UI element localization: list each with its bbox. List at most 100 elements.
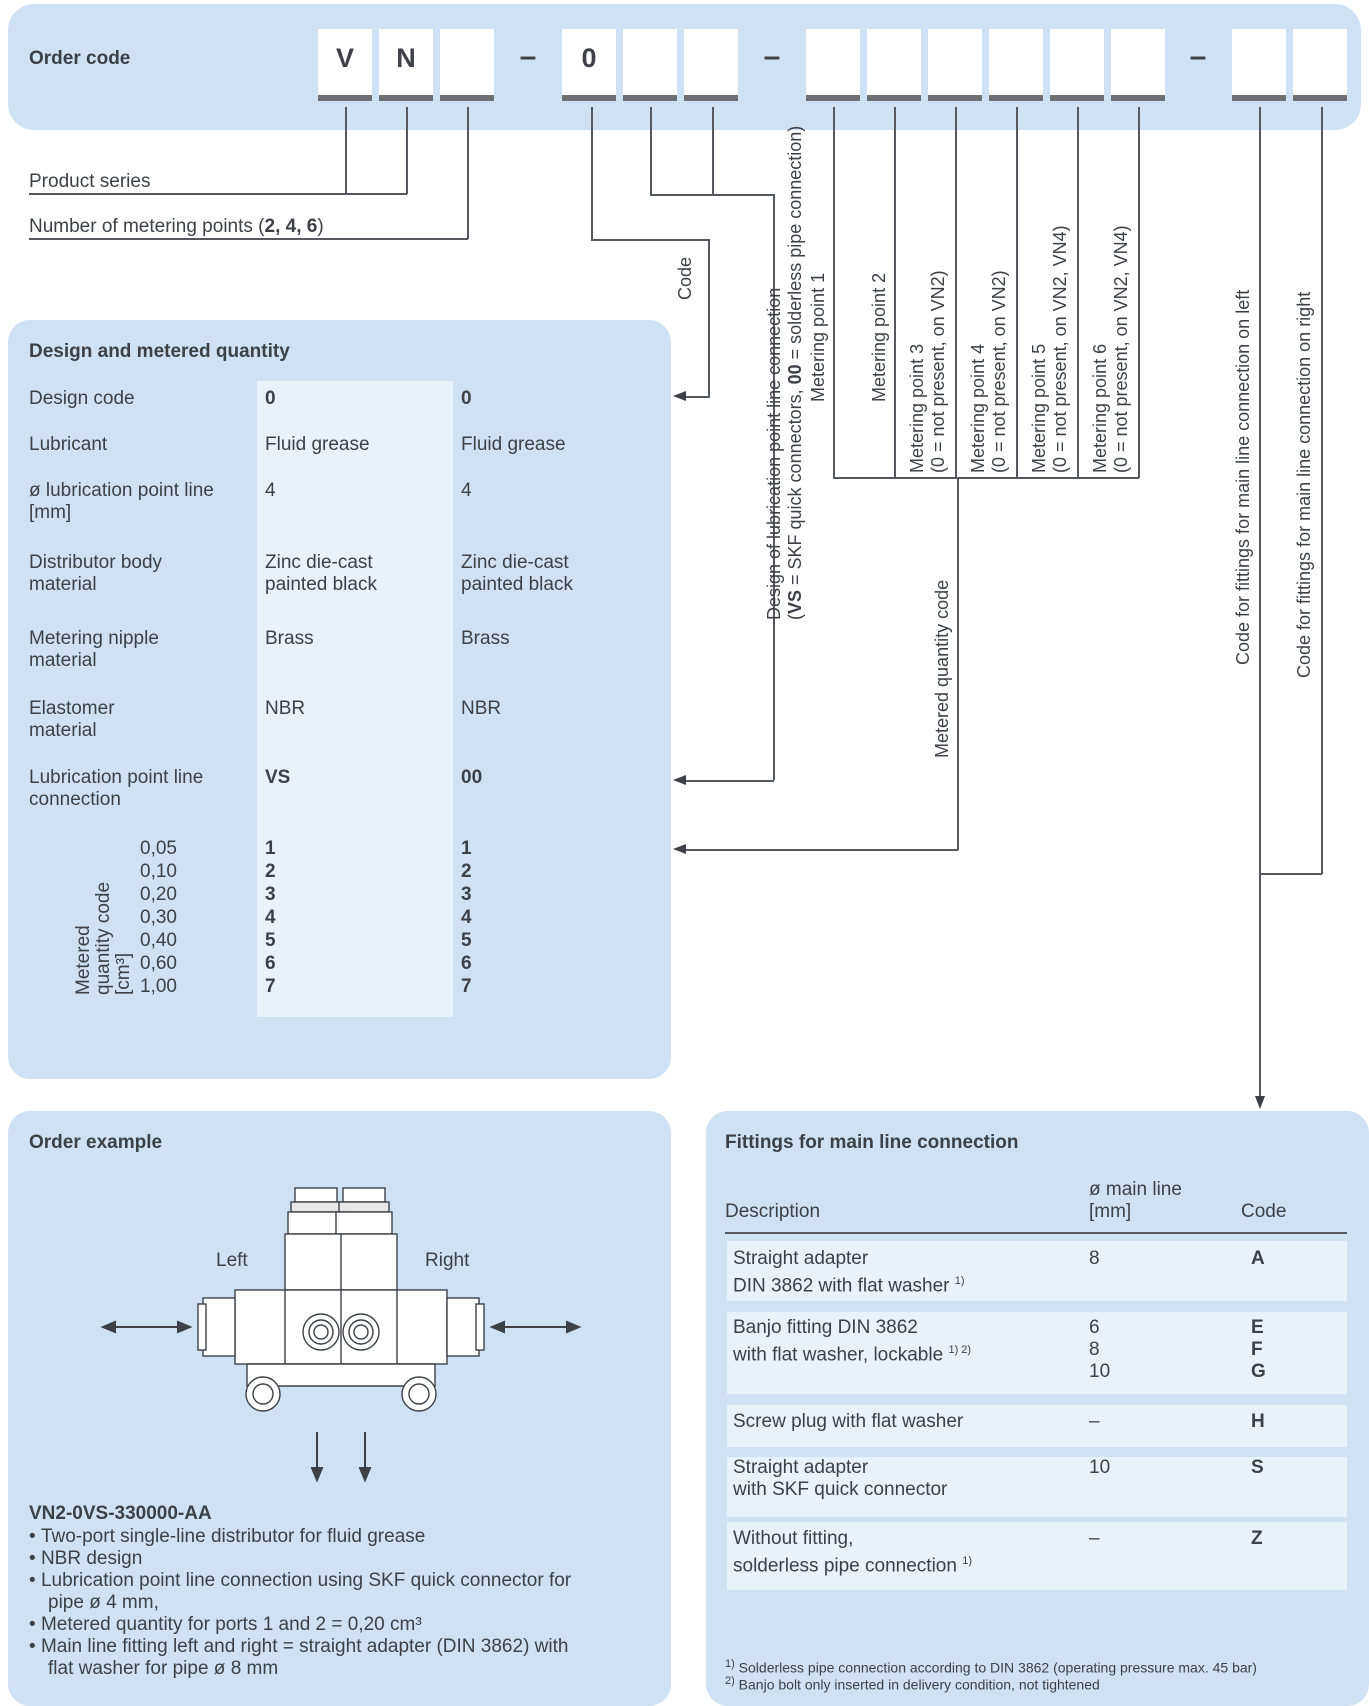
label-mp2: Metering point 2 [869, 272, 889, 402]
label-metered-quantity-code: Metered quantity code [932, 579, 952, 758]
code-box-9 [928, 29, 982, 101]
label-fit-left: Code for fittings for main line connecti… [1233, 289, 1253, 665]
label-left: Left [216, 1250, 248, 1271]
code1-1: 2 [265, 861, 276, 882]
fittings-row-3 [727, 1457, 1347, 1517]
fittings-header-code: Code [1241, 1201, 1287, 1222]
design-v1-3: Zinc die-cast painted black [265, 552, 377, 595]
label-mp6: Metering point 6(0 = not present, on VN2… [1090, 225, 1131, 473]
code-box-10 [989, 29, 1043, 101]
code2-6: 7 [461, 976, 472, 997]
fittings-header-desc: Description [725, 1201, 821, 1222]
design-v1-1: Fluid grease [265, 434, 370, 455]
fittings-title: Fittings for main line connection [725, 1132, 1019, 1153]
fittings-dia-4: – [1089, 1528, 1100, 1549]
order-example-bullet-1: • NBR design [29, 1548, 143, 1569]
line-v-mp4 [1016, 107, 1018, 478]
label-number-metering-points: Number of metering points (2, 4, 6) [29, 216, 324, 237]
fittings-code-4: Z [1251, 1528, 1263, 1549]
line-h-mp [833, 477, 1139, 479]
line-h-design-conn [650, 194, 774, 196]
design-label-6: Lubrication point line connection [29, 767, 204, 810]
code-dash-2: – [763, 40, 781, 73]
arrow-mq [673, 844, 686, 854]
fittings-header-dia: ø main line[mm] [1089, 1179, 1182, 1222]
fittings-dia-1: 6 8 10 [1089, 1317, 1111, 1382]
quantity-2: 0,20 [140, 884, 177, 905]
code-box-7 [806, 29, 860, 101]
label-product-series: Product series [29, 171, 151, 192]
design-label-0: Design code [29, 388, 135, 409]
code-dash-1: – [519, 40, 537, 73]
order-example-bullet-4: • Main line fitting left and right = str… [29, 1636, 569, 1679]
fittings-code-0: A [1251, 1248, 1265, 1269]
code1-5: 6 [265, 953, 276, 974]
label-mp3: Metering point 3(0 = not present, on VN2… [907, 270, 948, 473]
code-box-8 [867, 29, 921, 101]
code-box-2: N [379, 29, 433, 101]
quantity-3: 0,30 [140, 907, 177, 928]
code2-0: 1 [461, 838, 472, 859]
design-v2-0: 0 [461, 388, 472, 409]
line-h-code-arrow [683, 396, 710, 398]
order-example-bullet-2: • Lubrication point line connection usin… [29, 1570, 572, 1613]
line-v-fit-left [1259, 107, 1261, 1105]
design-label-5: Elastomer material [29, 698, 115, 741]
line-h-design-conn-arrow [683, 780, 774, 782]
design-v1-2: 4 [265, 480, 276, 501]
order-example-title: Order example [29, 1132, 163, 1153]
code-box-11 [1050, 29, 1104, 101]
fittings-dia-2: – [1089, 1411, 1100, 1432]
line-v-mp3 [955, 107, 957, 478]
code1-0: 1 [265, 838, 276, 859]
code1-4: 5 [265, 930, 276, 951]
design-v1-5: NBR [265, 698, 306, 719]
line-h-product-series [29, 193, 407, 195]
fittings-desc-2: Screw plug with flat washer [733, 1411, 964, 1432]
line-v-code-down [708, 239, 710, 396]
line-v-code [591, 107, 593, 240]
line-v-box1 [345, 107, 347, 194]
fittings-header-rule [725, 1232, 1347, 1234]
line-v-mp6 [1138, 107, 1140, 478]
design-v2-2: 4 [461, 480, 472, 501]
order-example-bullet-0: • Two-port single-line distributor for f… [29, 1526, 426, 1547]
label-mp1: Metering point 1 [808, 272, 828, 402]
code-box-6 [684, 29, 738, 101]
quantity-1: 0,10 [140, 861, 177, 882]
footnote-1: 1) Solderless pipe connection according … [725, 1658, 1257, 1676]
line-h-mq-arrow [683, 849, 958, 851]
label-right: Right [425, 1250, 470, 1271]
code2-2: 3 [461, 884, 472, 905]
line-h-metering-points [29, 238, 468, 240]
design-v2-3: Zinc die-cast painted black [461, 552, 573, 595]
line-v-mp5 [1077, 107, 1079, 478]
design-title: Design and metered quantity [29, 341, 290, 362]
design-v2-1: Fluid grease [461, 434, 566, 455]
design-label-3: Distributor body material [29, 552, 163, 595]
code-box-12 [1111, 29, 1165, 101]
code1-2: 3 [265, 884, 276, 905]
line-v-mq [957, 477, 959, 850]
code2-4: 5 [461, 930, 472, 951]
fittings-row-2 [727, 1405, 1347, 1447]
code-box-1: V [318, 29, 372, 101]
line-v-fit-right [1321, 107, 1323, 874]
fittings-dia-3: 10 [1089, 1457, 1111, 1478]
line-v-box3 [467, 107, 469, 239]
line-v-box2 [406, 107, 408, 194]
fittings-code-1: E F G [1251, 1317, 1266, 1382]
fittings-row-1 [727, 1312, 1347, 1394]
quantity-6: 1,00 [140, 976, 177, 997]
line-h-code [591, 239, 709, 241]
line-v-design-conn [773, 194, 775, 780]
code-box-13 [1232, 29, 1286, 101]
fittings-desc-4: Without fitting,solderless pipe connecti… [733, 1528, 972, 1577]
label-fit-right: Code for fittings for main line connecti… [1294, 291, 1314, 678]
fittings-row-4 [727, 1522, 1347, 1590]
line-v-mp1 [833, 107, 835, 478]
design-label-1: Lubricant [29, 434, 108, 455]
design-panel: Design and metered quantity [8, 320, 671, 1079]
design-label-2: ø lubrication point line [mm] [29, 480, 214, 523]
